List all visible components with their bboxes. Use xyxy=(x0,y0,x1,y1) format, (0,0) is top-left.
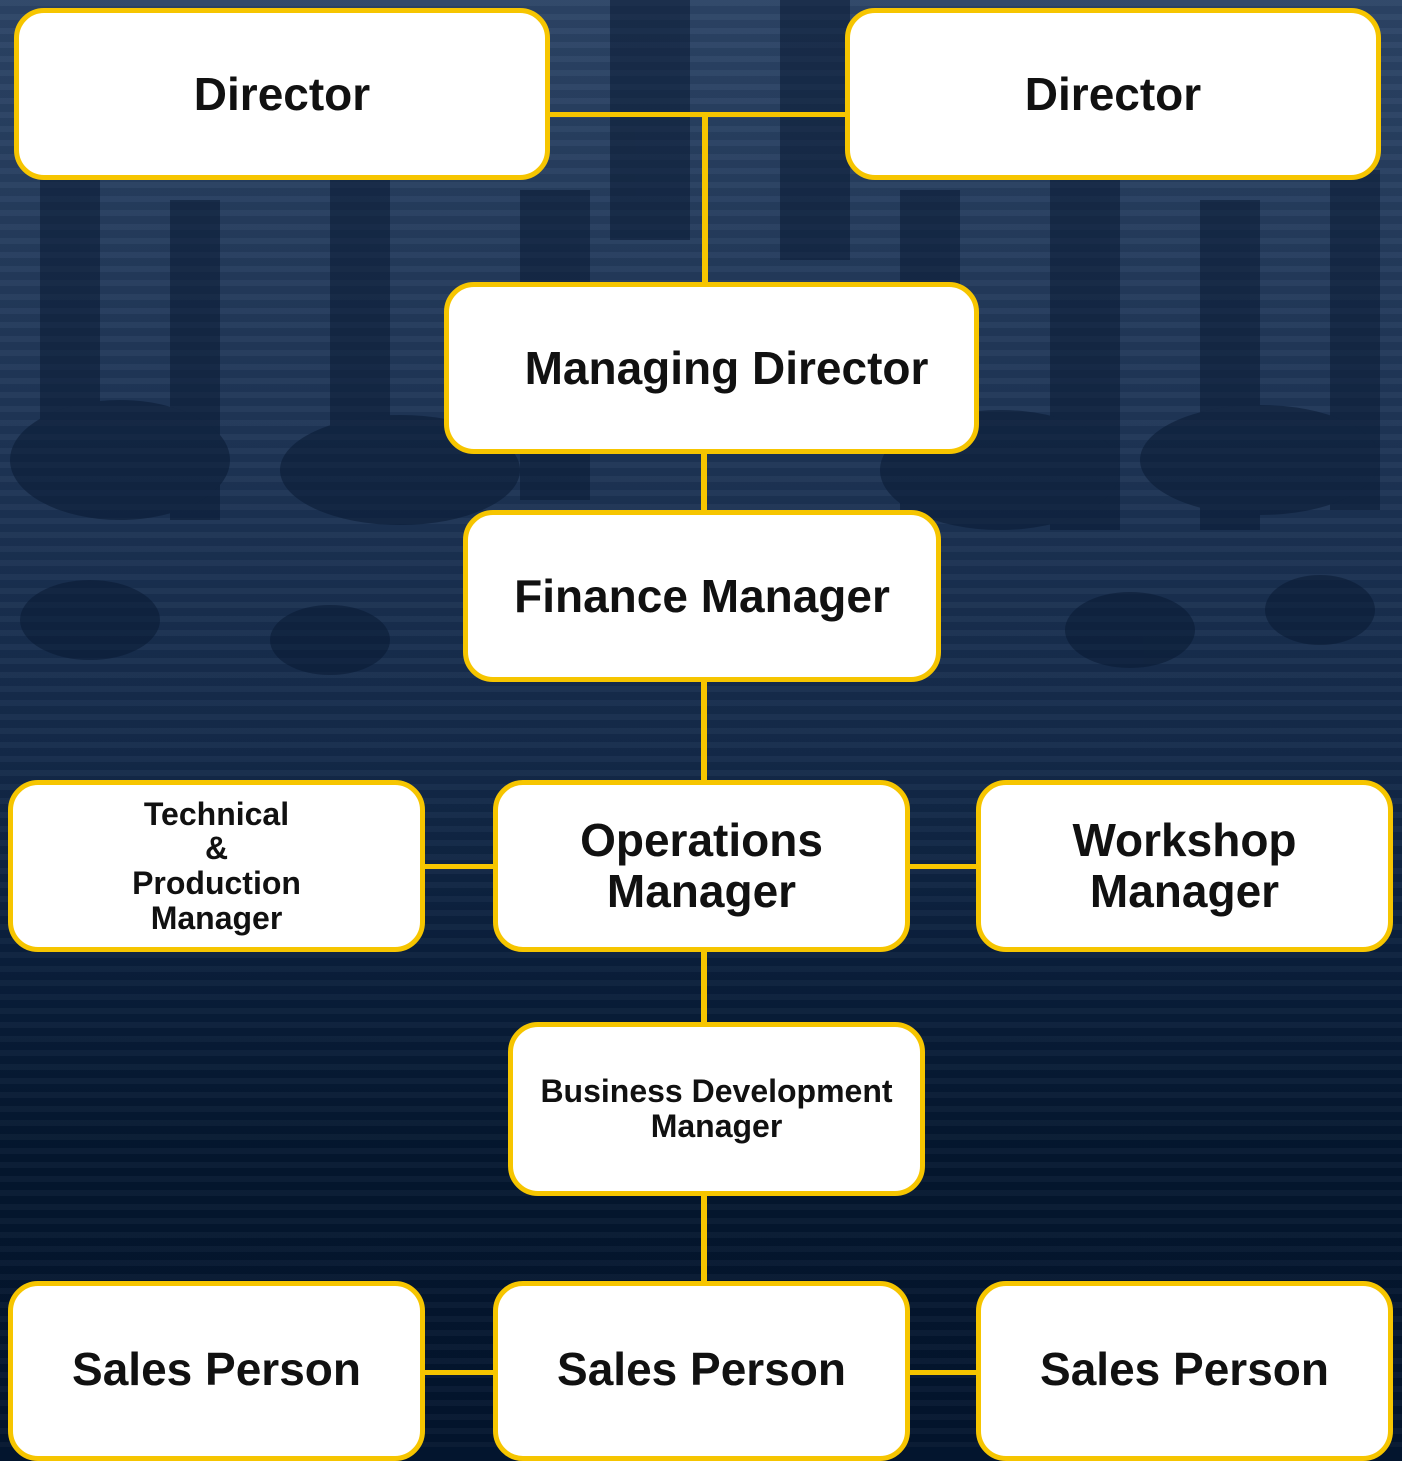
connector-technical-to-operations xyxy=(423,864,495,869)
node-director-left: Director xyxy=(14,8,550,180)
node-sales-person-right: Sales Person xyxy=(976,1281,1393,1461)
node-workshop-manager: Workshop Manager xyxy=(976,780,1393,952)
node-director-right: Director xyxy=(845,8,1381,180)
connector-finance-to-operations xyxy=(701,678,707,783)
node-managing-director: Managing Director xyxy=(444,282,979,454)
connector-sales-center-right xyxy=(908,1370,978,1375)
sales-person-right-label: Sales Person xyxy=(1040,1343,1329,1395)
connector-md-to-finance xyxy=(701,452,707,514)
operations-manager-label: Operations Manager xyxy=(580,814,823,917)
node-finance-manager: Finance Manager xyxy=(463,510,941,682)
connector-sales-left-center xyxy=(423,1370,495,1375)
node-technical-production-manager: Technical & Production Manager xyxy=(8,780,425,952)
node-business-development-manager: Business Development Manager xyxy=(508,1022,925,1196)
sales-person-center-label: Sales Person xyxy=(557,1343,846,1395)
node-sales-person-center: Sales Person xyxy=(493,1281,910,1461)
connector-bdm-to-sales xyxy=(701,1193,707,1283)
sales-person-left-label: Sales Person xyxy=(72,1343,361,1395)
workshop-manager-label: Workshop Manager xyxy=(1072,814,1297,917)
connector-operations-to-bdm xyxy=(701,950,707,1025)
connector-operations-to-workshop xyxy=(908,864,978,869)
node-operations-manager: Operations Manager xyxy=(493,780,910,952)
node-sales-person-left: Sales Person xyxy=(8,1281,425,1461)
finance-manager-label: Finance Manager xyxy=(514,569,890,622)
director-left-label: Director xyxy=(193,67,371,120)
connector-directors xyxy=(548,112,848,117)
director-right-label: Director xyxy=(1024,67,1202,120)
technical-production-manager-label: Technical & Production Manager xyxy=(132,795,301,936)
business-development-manager-label: Business Development Manager xyxy=(540,1072,893,1144)
managing-director-label: Managing Director xyxy=(524,341,929,394)
connector-directors-to-md xyxy=(702,112,708,286)
